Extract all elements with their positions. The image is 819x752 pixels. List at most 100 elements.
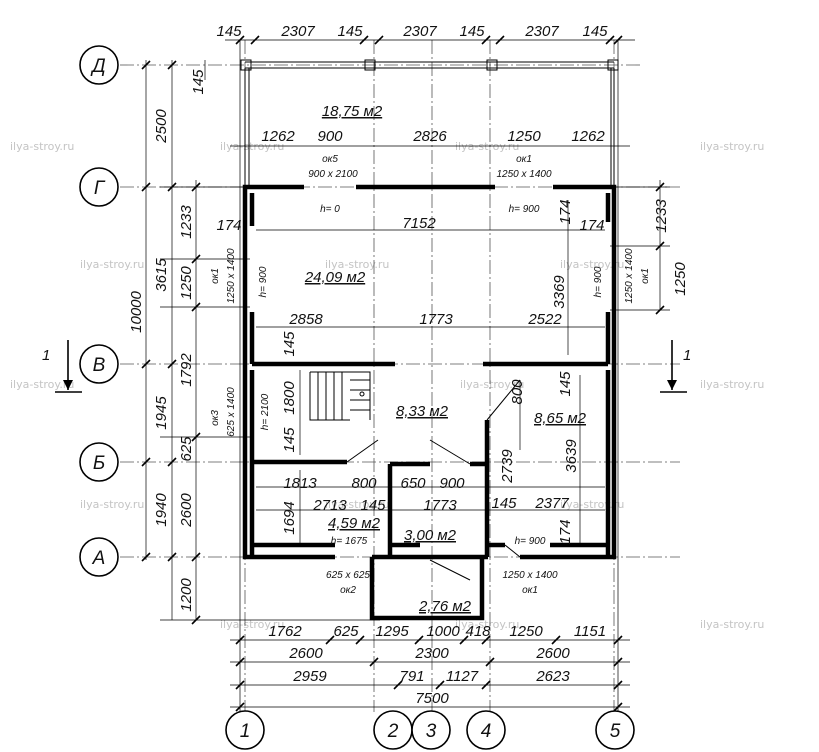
dim-text: 900 — [439, 475, 465, 492]
watermark: ilya-stroy.ru — [10, 378, 74, 391]
dim-text: 1762 — [268, 623, 302, 640]
room-area-wc: 3,00 м2 — [404, 527, 457, 544]
dim-text: 1813 — [283, 475, 317, 492]
opening-size: 1250 х 1400 — [226, 248, 237, 303]
opening-size: 1250 х 1400 — [624, 248, 635, 303]
axis-label-v: В — [93, 355, 106, 376]
opening-size: 1250 х 1400 — [496, 169, 551, 180]
dim-text: 1200 — [178, 578, 195, 612]
terrace — [240, 59, 619, 187]
dim-text: 145 — [557, 371, 574, 397]
watermark: ilya-stroy.ru — [10, 140, 74, 153]
watermark: ilya-stroy.ru — [455, 140, 519, 153]
dim-text: 1250 — [178, 266, 195, 300]
opening-label: ок2 — [340, 585, 356, 596]
sill-height: h= 900 — [509, 204, 540, 215]
dim-text: 174 — [579, 217, 604, 234]
dim-text: 1262 — [571, 128, 605, 145]
dim-text: 1250 — [672, 262, 689, 296]
watermark: ilya-stroy.ru — [700, 378, 764, 391]
walls — [242, 184, 617, 621]
sill-height: h= 900 — [515, 536, 546, 547]
dim-text: 2959 — [292, 668, 327, 685]
sill-height: h= 900 — [593, 266, 604, 297]
dim-text: 1151 — [574, 623, 606, 640]
axis-label-g: Г — [94, 178, 106, 199]
axis-label-3: 3 — [426, 721, 437, 742]
dim-text: 1000 — [426, 623, 460, 640]
dim-text: 2500 — [153, 109, 170, 144]
staircase — [309, 371, 371, 421]
opening-size: 1250 х 1400 — [502, 570, 557, 581]
dim-text: 2300 — [414, 645, 449, 662]
dim-text: 1773 — [423, 497, 457, 514]
section-mark-right: 1 — [683, 347, 691, 364]
dim-text: 2600 — [178, 493, 195, 528]
watermark: ilya-stroy.ru — [80, 258, 144, 271]
dim-text: 1800 — [281, 381, 298, 415]
left-dimensions: 10000 2500 3615 1945 1940 145 1233 1250 … — [128, 69, 207, 612]
axis-label-4: 4 — [481, 721, 492, 742]
opening-label: ок1 — [210, 268, 221, 284]
dim-text: 1792 — [178, 353, 195, 387]
dim-text: 800 — [509, 379, 526, 405]
dimension-ticks — [141, 35, 665, 712]
dim-text: 174 — [557, 519, 574, 544]
watermark: ilya-stroy.ru — [700, 140, 764, 153]
axis-label-1: 1 — [240, 721, 251, 742]
dim-text: 145 — [190, 69, 207, 95]
room-area-right-room: 8,65 м2 — [534, 410, 587, 427]
dimension-lines — [145, 39, 670, 720]
dim-text: 2713 — [312, 497, 347, 514]
dim-total-left: 10000 — [128, 290, 145, 332]
opening-label: ок5 — [322, 154, 338, 165]
dim-text: 145 — [360, 497, 386, 514]
hall-labels: 145 1800 145 h= 2100 ок3 625 х 1400 8,33… — [210, 331, 449, 453]
section-mark-left: 1 — [42, 347, 50, 364]
dim-text: 800 — [351, 475, 377, 492]
room-area-bath: 4,59 м2 — [328, 515, 381, 532]
watermark: ilya-stroy.ru — [80, 498, 144, 511]
dim-text: 145 — [459, 23, 485, 40]
dim-text: 3369 — [551, 275, 568, 309]
dim-text: 2377 — [534, 495, 569, 512]
room-area-living: 24,09 м2 — [304, 269, 366, 286]
dim-text: 145 — [281, 427, 298, 453]
dim-text: 625 — [333, 623, 359, 640]
watermark: ilya-stroy.ru — [700, 618, 764, 631]
room-area-hall: 8,33 м2 — [396, 403, 449, 420]
sill-height: h= 2100 — [260, 393, 271, 430]
dim-text: 900 — [317, 128, 343, 145]
room-area-terrace: 18,75 м2 — [322, 103, 383, 120]
dim-text: 1945 — [153, 396, 170, 430]
dim-text: 2858 — [288, 311, 323, 328]
dim-text: 1940 — [153, 493, 170, 527]
room-area-entrance: 2,76 м2 — [418, 598, 472, 615]
opening-label: ок1 — [522, 585, 538, 596]
dim-text: 791 — [399, 668, 424, 685]
dim-text: 145 — [216, 23, 242, 40]
opening-size: 625 х 1400 — [226, 387, 237, 437]
dim-text: 2623 — [535, 668, 570, 685]
dim-text: 174 — [557, 199, 574, 224]
opening-label: ок3 — [210, 410, 221, 426]
dim-text: 625 — [178, 436, 195, 462]
doors — [346, 379, 521, 581]
sill-height: h= 0 — [320, 204, 340, 215]
watermark: ilya-stroy.ru — [220, 618, 284, 631]
watermark: ilya-stroy.ru — [325, 498, 389, 511]
watermark: ilya-stroy.ru — [325, 258, 389, 271]
sill-height: h= 900 — [258, 266, 269, 297]
dim-text: 1773 — [419, 311, 453, 328]
watermark: ilya-stroy.ru — [455, 618, 519, 631]
dim-text: 1295 — [375, 623, 409, 640]
dim-total-bottom: 7500 — [415, 690, 449, 707]
opening-size: 625 х 625 — [326, 570, 370, 581]
bath-wc-labels: 1813 800 650 900 2713 145 1773 1694 4,59… — [281, 475, 465, 547]
dim-text: 1250 — [507, 128, 541, 145]
dim-text: 2739 — [499, 449, 516, 484]
dim-text: 1262 — [261, 128, 295, 145]
dim-text: 2826 — [412, 128, 447, 145]
dim-text: 1250 — [509, 623, 543, 640]
dim-text: 2307 — [524, 23, 559, 40]
